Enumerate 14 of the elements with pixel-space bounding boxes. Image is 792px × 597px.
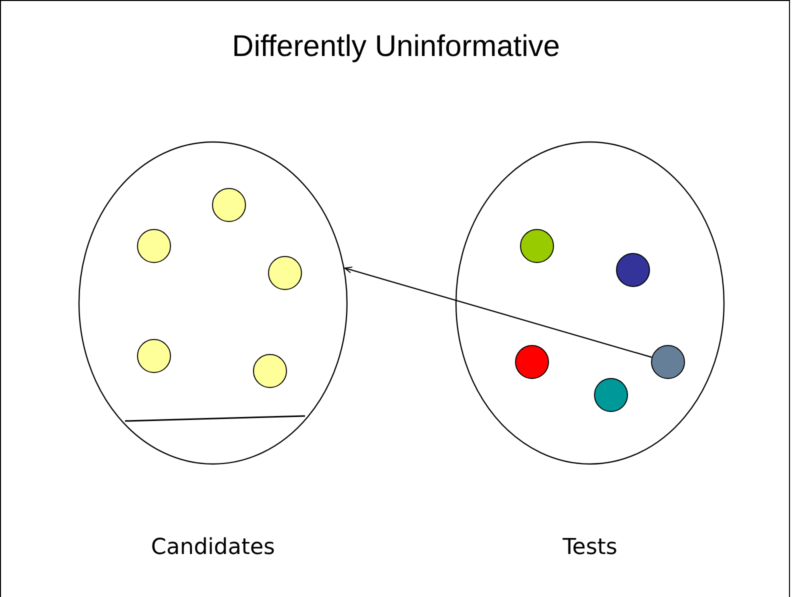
set-label: Tests [562,535,618,560]
item-circle [137,229,171,263]
item-circle [253,354,287,388]
item-circle [268,256,302,290]
item-circle [520,229,554,263]
item-circle [616,253,650,287]
set-label: Candidates [150,535,276,560]
arrow [344,266,652,358]
item-circle [137,339,171,373]
item-circle [515,345,549,379]
item-circle [594,378,628,412]
title: Differently Uninformative [231,30,561,64]
item-circle [212,188,246,222]
item-circle [651,345,685,379]
